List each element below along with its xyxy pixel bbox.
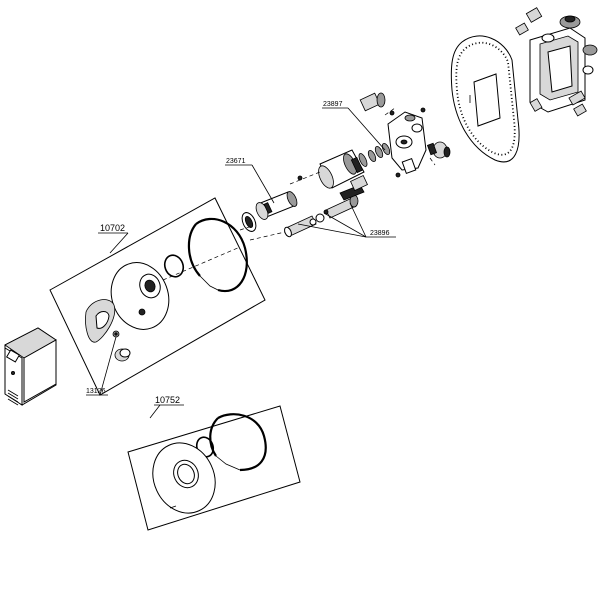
seal-frame bbox=[450, 35, 520, 163]
assembly-axis bbox=[162, 225, 253, 281]
trim-set-frame-a bbox=[49, 197, 266, 396]
label-13126: 13126 bbox=[86, 388, 106, 395]
label-23896: 23896 bbox=[370, 230, 390, 237]
cylinder-part bbox=[289, 143, 391, 189]
label-23897: 23897 bbox=[323, 101, 343, 108]
label-23671: 23671 bbox=[226, 158, 246, 165]
cartridge-part bbox=[241, 191, 298, 232]
part-labels: 23897 23671 23896 10702 13126 10752 bbox=[86, 101, 390, 405]
leader-lines bbox=[86, 107, 396, 419]
label-10752: 10752 bbox=[155, 395, 180, 405]
valve-stems bbox=[249, 174, 368, 241]
label-10702: 10702 bbox=[100, 223, 125, 233]
mounting-box bbox=[515, 7, 598, 117]
battery-box bbox=[4, 327, 57, 406]
trim-set-frame-b bbox=[127, 405, 301, 531]
valve-body bbox=[359, 92, 451, 178]
